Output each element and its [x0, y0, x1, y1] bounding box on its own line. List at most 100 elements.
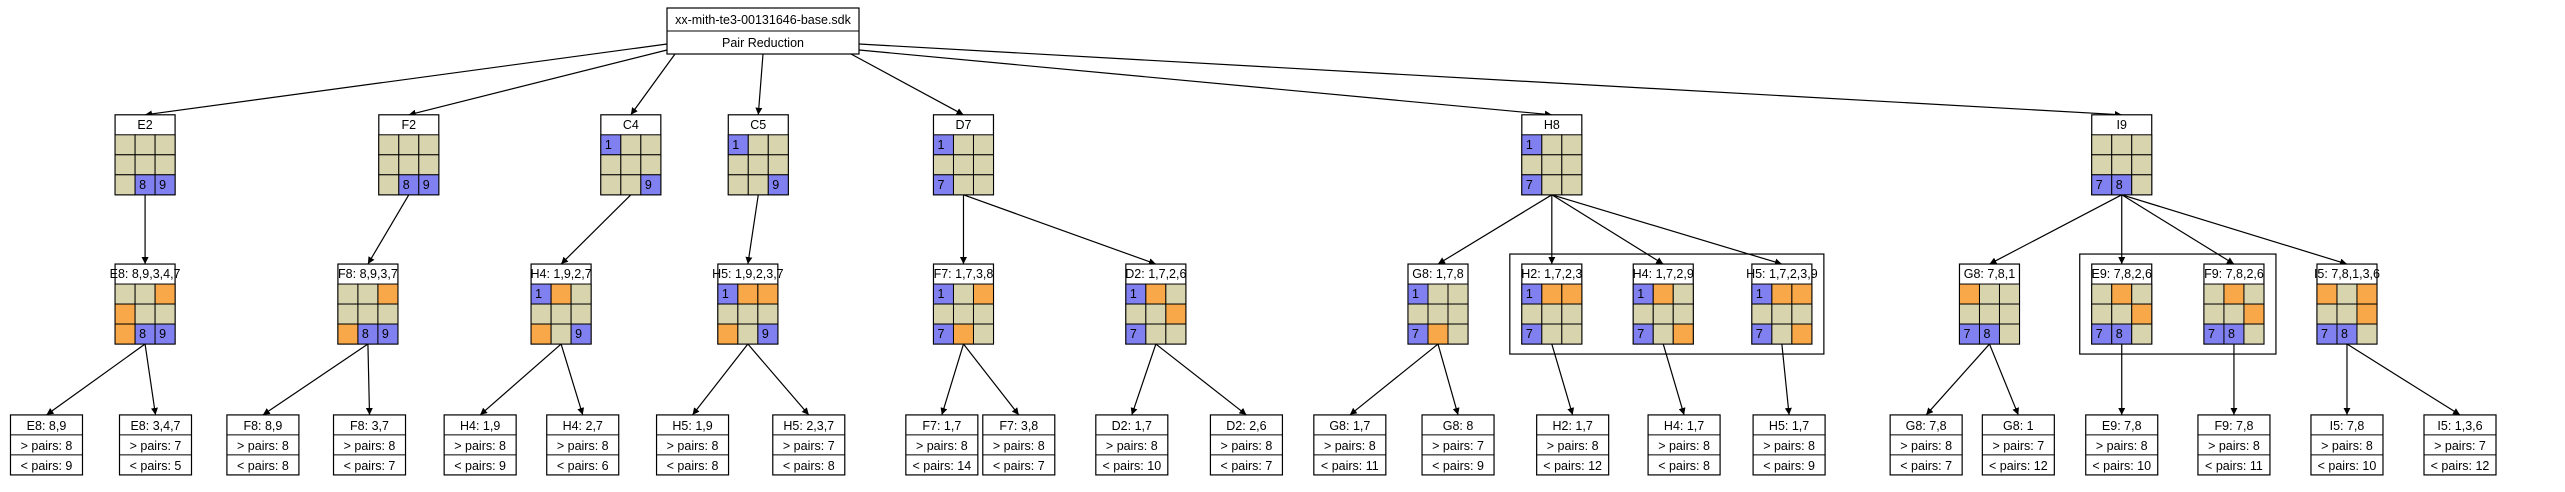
leaf-box [2085, 414, 2159, 476]
leaf-greater-pairs: > pairs: 8 [454, 439, 506, 453]
leaf-greater-pairs: > pairs: 8 [1658, 439, 1710, 453]
edge [1437, 343, 1460, 416]
edge [1781, 343, 1792, 415]
node-title: I5: 7,8,1,3,6 [2314, 267, 2380, 281]
grid-cell [1652, 283, 1674, 305]
cell-digit: 8 [1983, 327, 1990, 341]
edge [2346, 343, 2461, 416]
leaf-less-pairs: < pairs: 6 [557, 459, 609, 473]
cell-digit: 1 [1412, 287, 1419, 301]
leaf-node-l14: G8: 8> pairs: 7< pairs: 9 [1421, 414, 1495, 476]
reduction-node-f7a: F7: 1,7,3,817 [932, 263, 995, 345]
edges [46, 43, 2461, 416]
leaf-greater-pairs: > pairs: 7 [130, 439, 182, 453]
grid-cell [952, 134, 974, 156]
grid-cell [1561, 154, 1583, 176]
cluster-box-h8-alternatives [1509, 253, 1825, 355]
grid-cell [1125, 303, 1147, 325]
grid-cell [154, 154, 176, 176]
edge [262, 343, 369, 416]
grid-cell [1978, 283, 2000, 305]
leaf-less-pairs: < pairs: 14 [912, 459, 971, 473]
leaf-title: G8: 1,7 [1329, 419, 1370, 433]
leaf-node-l17: H5: 1,7> pairs: 8< pairs: 9 [1752, 414, 1826, 476]
leaf-less-pairs: < pairs: 8 [1658, 459, 1710, 473]
node-title: C5 [750, 118, 766, 132]
cluster-box-i9-alternatives [2079, 253, 2277, 355]
leaf-box [905, 414, 979, 476]
leaf-less-pairs: < pairs: 10 [2092, 459, 2151, 473]
grid-cell [952, 154, 974, 176]
grid-cell [550, 323, 572, 345]
grid-cell [1791, 303, 1813, 325]
grid-cell [550, 283, 572, 305]
grid-cell [1958, 283, 1980, 305]
cell-digit: 1 [732, 138, 739, 152]
grid-cell [1447, 303, 1469, 325]
grid-cell [378, 154, 400, 176]
grid-cell [378, 174, 400, 196]
node-title: G8: 7,8,1 [1964, 267, 2015, 281]
grid-cell [2203, 283, 2225, 305]
grid-cell [2336, 303, 2358, 325]
grid-cell [1427, 303, 1449, 325]
leaf-box [1889, 414, 1963, 476]
grid-cell [1672, 283, 1694, 305]
reduction-node-h5a: H5: 1,9,2,3,719 [712, 263, 784, 345]
grid-cell [1672, 323, 1694, 345]
grid-cell [757, 303, 779, 325]
leaf-box [2423, 414, 2497, 476]
grid-cell [2111, 283, 2133, 305]
node-title: D2: 1,7,2,6 [1125, 267, 1186, 281]
edge [560, 343, 585, 416]
cell-digit: 9 [762, 327, 769, 341]
grid-cell [2091, 134, 2113, 156]
cell-digit: 1 [722, 287, 729, 301]
cell-digit: 1 [605, 138, 612, 152]
grid-cell [337, 323, 359, 345]
edge [2121, 194, 2235, 265]
grid-cell [1771, 303, 1793, 325]
grid-cell [550, 303, 572, 325]
leaf-box [2197, 414, 2271, 476]
leaf-node-l10: F7: 3,8> pairs: 8< pairs: 7 [982, 414, 1056, 476]
grid-cell [757, 323, 779, 345]
cell-digit: 7 [2321, 327, 2328, 341]
edge [1988, 343, 2019, 416]
grid-cell [2091, 303, 2113, 325]
leaf-greater-pairs: > pairs: 8 [344, 439, 396, 453]
cell-digit: 8 [362, 327, 369, 341]
grid-cell [747, 174, 769, 196]
cell-digit: 9 [382, 327, 389, 341]
grid-cell [1427, 323, 1449, 345]
node-title: D7 [955, 118, 971, 132]
grid-cell [2111, 134, 2133, 156]
leaf-greater-pairs: > pairs: 7 [1432, 439, 1484, 453]
leaf-node-l8: H5: 2,3,7> pairs: 7< pairs: 8 [772, 414, 846, 476]
cell-digit: 8 [2116, 178, 2123, 192]
grid-cell [1998, 303, 2020, 325]
grid-cell [1521, 303, 1543, 325]
leaf-box [1752, 414, 1826, 476]
grid-cell [620, 154, 642, 176]
leaf-box [226, 414, 300, 476]
leaf-title: G8: 1 [2003, 419, 2034, 433]
cell-digit: 7 [1526, 178, 1533, 192]
grid-cell [1541, 303, 1563, 325]
grid-cell [134, 134, 156, 156]
leaf-node-l23: I5: 1,3,6> pairs: 7< pairs: 12 [2423, 414, 2497, 476]
grid-cell [932, 303, 954, 325]
leaf-box [982, 414, 1056, 476]
edge [850, 53, 964, 116]
leaf-title: I5: 7,8 [2330, 419, 2365, 433]
cell-digit: 8 [403, 178, 410, 192]
cell-digit: 9 [772, 178, 779, 192]
grid-cell [1541, 134, 1563, 156]
leaf-node-l15: H2: 1,7> pairs: 8< pairs: 12 [1536, 414, 1610, 476]
leaf-less-pairs: < pairs: 7 [1900, 459, 1952, 473]
grid-cell [114, 303, 136, 325]
grid-cell [2131, 154, 2153, 176]
leaf-node-l16: H4: 1,7> pairs: 8< pairs: 8 [1647, 414, 1721, 476]
leaf-less-pairs: < pairs: 9 [1763, 459, 1815, 473]
